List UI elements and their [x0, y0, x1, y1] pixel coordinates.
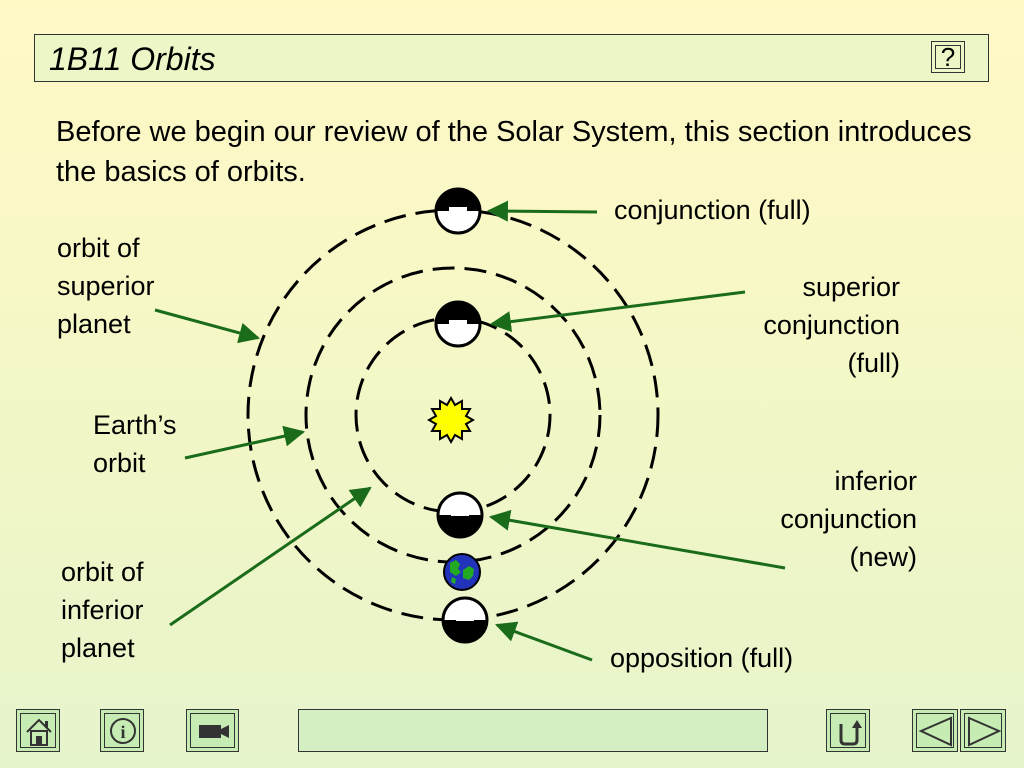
label-orbit-superior: orbit of superior planet [57, 233, 155, 339]
intro-text: Before we begin our review of the Solar … [56, 116, 972, 188]
arrow-inferior-orbit [169, 486, 372, 627]
planet-superior-conjunction [434, 300, 482, 348]
next-button[interactable] [960, 709, 1006, 752]
earth-icon [443, 553, 481, 591]
planet-conjunction [434, 187, 482, 235]
page-title: 1B11 Orbits [49, 41, 216, 77]
label-superior-conjunction: superior conjunction (full) [763, 272, 900, 378]
label-orbit-inferior: orbit of inferior planet [61, 557, 144, 663]
return-button[interactable] [826, 709, 870, 752]
previous-button[interactable] [912, 709, 958, 752]
title-bar: 1B11 Orbits ? [34, 34, 989, 82]
arrow-superior-conjunction [489, 290, 746, 333]
info-button[interactable]: i [100, 709, 144, 752]
previous-triangle-icon [918, 716, 952, 747]
video-button[interactable] [186, 709, 239, 752]
home-icon [26, 718, 52, 746]
svg-text:i: i [120, 722, 125, 742]
next-triangle-icon [968, 716, 1002, 747]
video-camera-icon [199, 725, 229, 738]
sun-icon [426, 395, 476, 445]
arrow-superior-orbit [154, 308, 261, 344]
label-earth-orbit: Earth’s orbit [93, 410, 177, 478]
label-opposition: opposition (full) [610, 643, 794, 673]
info-icon: i [110, 718, 136, 744]
label-conjunction: conjunction (full) [614, 195, 811, 225]
planet-inferior-conjunction [436, 491, 484, 539]
return-arrow-icon [839, 720, 862, 746]
status-box [298, 709, 768, 752]
orbit-diagram [154, 187, 786, 662]
arrow-conjunction [486, 200, 598, 222]
arrow-opposition [495, 621, 593, 662]
home-button[interactable] [16, 709, 60, 752]
label-inferior-conjunction: inferior conjunction (new) [780, 466, 917, 572]
planet-opposition [441, 596, 489, 644]
arrow-inferior-conjunction [488, 509, 786, 570]
arrow-earth-orbit [184, 425, 306, 460]
help-button[interactable]: ? [931, 41, 965, 73]
